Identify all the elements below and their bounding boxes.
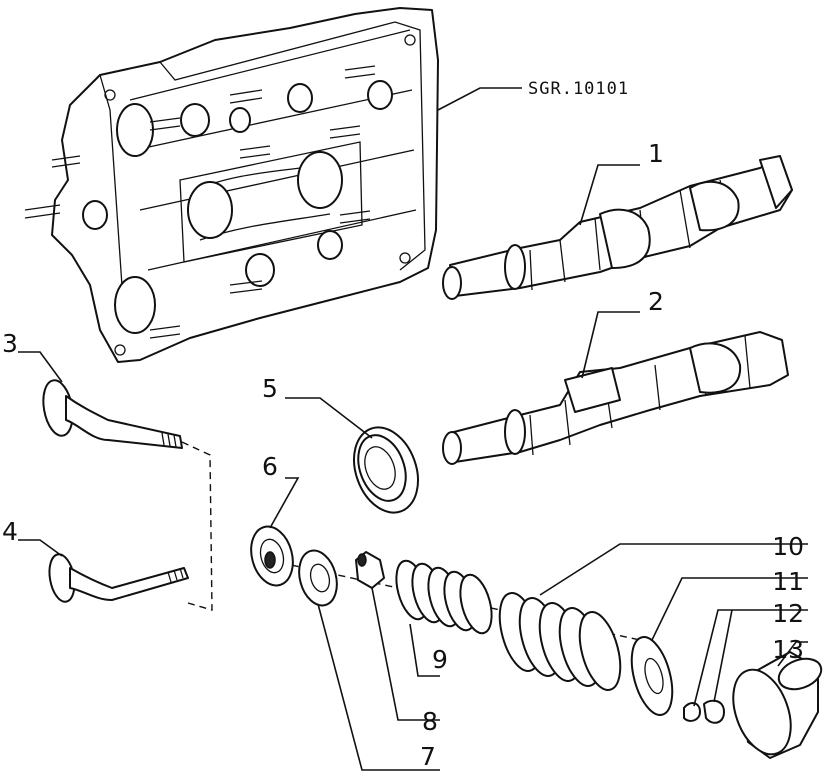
callout-5: 5: [262, 374, 278, 403]
callout-12: 12: [772, 599, 804, 628]
camshaft-2: [442, 331, 789, 465]
leader-12a: [693, 609, 808, 707]
valve-4: [48, 553, 189, 603]
leader-2: [581, 311, 640, 379]
inner-spring-9: [395, 559, 493, 635]
leader-3: [18, 351, 63, 383]
leader-5: [285, 397, 373, 439]
leader-7: [317, 603, 440, 771]
upper-cup-11: [630, 636, 674, 716]
leader-12b: [713, 609, 733, 703]
spring-cup-7: [298, 549, 338, 607]
cotters-12: [683, 699, 725, 724]
leader-10: [539, 543, 808, 596]
valve-3: [42, 379, 183, 449]
callout-4: 4: [2, 517, 18, 546]
axis-line-valves: [181, 441, 213, 611]
leader-13: [777, 641, 808, 667]
leader-1: [579, 164, 640, 226]
spring-seat-6: [250, 525, 294, 587]
callout-9: 9: [432, 645, 448, 674]
callout-11: 11: [772, 567, 804, 596]
callout-10: 10: [772, 532, 804, 561]
leader-9: [409, 623, 440, 677]
oil-seal-5: [353, 426, 419, 514]
stem-seal-8: [355, 551, 385, 589]
tappet-13: [732, 651, 823, 759]
leader-4: [18, 539, 63, 557]
leader-6: [269, 477, 300, 529]
outer-spring-10: [498, 592, 622, 691]
callout-3: 3: [2, 329, 18, 358]
leader-11: [651, 577, 808, 641]
callout-2: 2: [648, 287, 664, 316]
callout-13: 13: [772, 635, 804, 664]
leader-8: [371, 587, 440, 721]
callout-7: 7: [420, 742, 436, 771]
camshaft-1: [442, 155, 793, 300]
cylinder-head: [24, 7, 439, 363]
callout-8: 8: [422, 707, 438, 736]
drawing-reference-label: SGR.10101: [528, 79, 629, 99]
leader-head: [437, 87, 522, 111]
callout-6: 6: [262, 452, 278, 481]
callout-1: 1: [648, 139, 664, 168]
